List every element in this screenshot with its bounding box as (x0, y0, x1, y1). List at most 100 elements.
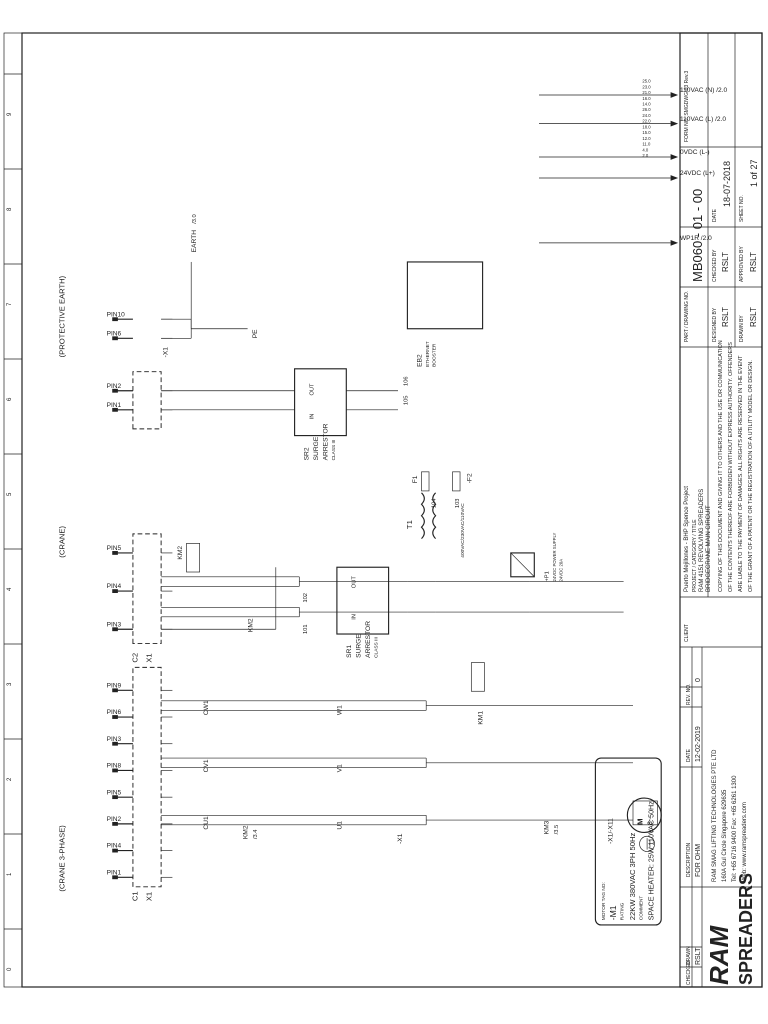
label-cv1: CV1 (203, 759, 210, 772)
tb-rev-no: 0 (695, 678, 702, 682)
label-km2: KM2 (243, 825, 250, 839)
ruler-number: 6 (7, 397, 13, 401)
label-earth-ref: /3.0 (192, 214, 198, 224)
label-v1: V1 (337, 764, 344, 772)
cross-ref: 15.0 (642, 130, 651, 135)
label-km3: KM3 (543, 820, 550, 834)
tb-drawnby-label: DRAWN BY (739, 315, 745, 342)
cross-ref: 23.0 (642, 84, 651, 89)
ruler-strip (3, 32, 23, 988)
tb-date-label: DATE (712, 208, 718, 222)
connector-x1b-label: X1 (145, 653, 154, 662)
motor-wiring (161, 700, 634, 826)
sr2-label-2: ARRESTOR (323, 423, 330, 460)
ruler-number: 0 (7, 967, 13, 971)
company-1: 160A Gul Circle Singapore 629635 (722, 789, 728, 882)
tb-approvedby-label: APPROVED BY (739, 245, 745, 282)
pin-label: PIN2 (107, 383, 122, 390)
cross-ref: 11.0 (642, 142, 651, 147)
connector-c1-label: C1 (131, 891, 140, 901)
label-km3-ref: /3.5 (554, 825, 560, 835)
wire-104: 104 (432, 499, 438, 509)
cross-ref: 21.0 (642, 90, 651, 95)
tb-date: 18-07-2018 (722, 161, 732, 207)
tb-part-label: PART / DRAWING NO. (684, 291, 690, 342)
pin-label: PIN5 (107, 789, 122, 796)
ruler-number: 8 (7, 207, 13, 211)
motor-heater: SPACE HEATER: 25W 110VAC 50Hz (648, 801, 656, 920)
crane-wiring (161, 567, 624, 630)
ruler-number: 2 (7, 777, 13, 781)
ruler-number: 1 (7, 872, 13, 876)
label-km2-ref: /3.4 (253, 830, 259, 840)
company-2: Tel: +65 6716 9400 Fax: +65 6261 1300 (732, 775, 738, 882)
ram-spreaders-logo: RAM SPREADERS (704, 873, 756, 985)
sr2-in: IN (309, 414, 315, 420)
output-label: 0VDC (L-) (680, 149, 710, 156)
fuse-f1 (421, 471, 430, 492)
fuse-f2 (452, 471, 461, 492)
eb2-box (406, 261, 484, 330)
label-pe: PE (252, 329, 259, 338)
tb-sheet: 1 of 27 (749, 159, 759, 187)
pin-label: PIN6 (107, 330, 122, 337)
cross-ref: 4.0 (642, 147, 648, 152)
label-x1-x11-a: -X1/-X11 (607, 818, 614, 844)
ruler-number: 7 (7, 302, 13, 306)
sr1-label-2: ARRESTOR (365, 621, 372, 658)
connector-c2-box (132, 533, 162, 645)
section-crane-3phase: (CRANE 3-PHASE) (57, 825, 66, 892)
label-earth: EARTH (191, 230, 198, 253)
cross-ref: 12.0 (642, 136, 651, 141)
wire-102: 102 (303, 593, 309, 603)
eb2-label-0: EB2 (417, 354, 424, 367)
cross-ref: 2.0 (642, 153, 648, 158)
tb-client: Puerto Mejillones - BHP Spence Project (684, 486, 690, 592)
label-f2: -F2 (466, 473, 473, 483)
earth-symbol (639, 835, 655, 852)
t1-rating: 400VAC/230VAC/110VAC (460, 503, 466, 558)
sr2-wiring (161, 390, 399, 411)
tb-designed: RSLT (721, 307, 730, 327)
label-f1: F1 (412, 475, 419, 483)
tb-copy-1: OF THE CONTENTS THEREOF ARE FORBIDDEN WI… (728, 342, 734, 592)
wire-101: 101 (303, 624, 309, 634)
tb-part-no: MB060 - 01 - 00 (690, 189, 705, 282)
pin-label: PIN1 (107, 869, 122, 876)
tb-sheet-label: SHEET NO. (739, 195, 745, 222)
svg-text:M: M (635, 818, 644, 824)
pin-label: PIN4 (107, 843, 122, 850)
motor-symbol: M 3~ (626, 797, 662, 834)
pin-label: PIN6 (107, 709, 122, 716)
cross-ref: 26.0 (642, 107, 651, 112)
label-km1: KM1 (478, 711, 485, 725)
tb-copy-3: OF THE GRANT OF A PATENT OR THE REGISTRA… (748, 360, 754, 592)
cross-ref: 24.0 (642, 113, 651, 118)
tb-drawnby: RSLT (749, 307, 758, 327)
km2-coil (186, 543, 200, 573)
connector-c1-box (132, 666, 162, 888)
tb-copy-2: ARE LIABLE TO THE PAYMENT OF DAMAGES. AL… (738, 355, 744, 592)
tb-rev-date-label: DATE (686, 748, 692, 762)
tb-approvedby: RSLT (749, 252, 758, 272)
pe-wiring (161, 261, 248, 339)
pin-label: PIN8 (107, 763, 122, 770)
motor-rating: 22KW 380VAC 3PH 50Hz (628, 832, 637, 920)
tb-rev-no-label: REV. NO. (686, 684, 692, 706)
label-t1: T1 (405, 520, 414, 529)
pin-label: PIN5 (107, 545, 122, 552)
cross-ref: 22.0 (642, 119, 651, 124)
tb-drawn-label: DRAWN (686, 946, 692, 965)
tb-designed-label: DESIGNED BY (712, 307, 718, 342)
connector-sr2-box (132, 371, 162, 430)
motor-rating-label: RATING (620, 902, 626, 920)
eb2-label-2: BOOSTER (432, 343, 438, 367)
pin-label: PIN4 (107, 583, 122, 590)
drawing-area: (CRANE 3-PHASE) (CRANE) (PROTECTIVE EART… (57, 79, 727, 926)
